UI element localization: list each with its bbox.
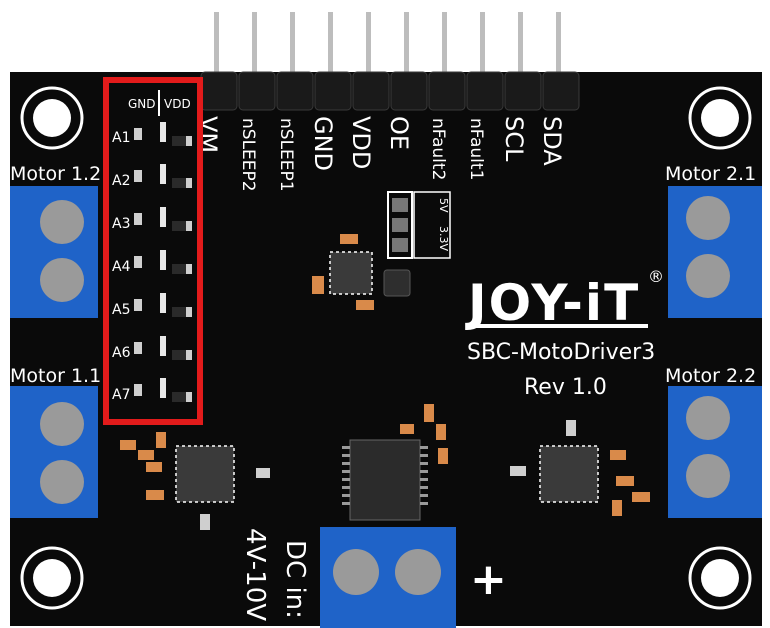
address-row-label: A4 bbox=[112, 259, 131, 275]
address-row-a1: A1 bbox=[112, 122, 192, 146]
address-row-label: A6 bbox=[112, 345, 131, 361]
header-pin-labels: VM nSLEEP2 nSLEEP1 GND VDD OE nFault2 nF… bbox=[194, 116, 566, 192]
address-block-highlight bbox=[103, 77, 203, 425]
board-revision: Rev 1.0 bbox=[524, 375, 607, 400]
pin-label-nfault1: nFault1 bbox=[466, 118, 486, 180]
address-row-a3: A3 bbox=[112, 207, 192, 232]
power-label-line2: 4V-10V bbox=[240, 528, 270, 621]
address-row-label: A3 bbox=[112, 216, 130, 232]
address-row-label: A5 bbox=[112, 302, 130, 318]
terminal-motor-1-1: Motor 1.1 bbox=[10, 365, 101, 518]
pin-label-nsleep1: nSLEEP1 bbox=[276, 118, 296, 192]
address-vdd-label: VDD bbox=[164, 97, 191, 111]
address-row-a6: A6 bbox=[112, 336, 192, 361]
address-rows: A1 A2 A3 A4 A5 bbox=[112, 122, 192, 403]
pin-label-sda: SDA bbox=[538, 116, 566, 166]
terminal-motor-2-1: Motor 2.1 bbox=[665, 163, 762, 318]
brand-logo-text: JOY-iT bbox=[465, 274, 640, 332]
mounting-hole-top-left bbox=[20, 86, 84, 150]
ic-chip-top bbox=[329, 251, 411, 297]
address-row-label: A7 bbox=[112, 387, 130, 403]
terminal-label-motor-2-1: Motor 2.1 bbox=[665, 163, 756, 185]
ic-chip-right bbox=[539, 445, 599, 503]
address-gnd-label: GND bbox=[128, 97, 156, 111]
jumper-label-3v3: 3.3V bbox=[437, 226, 450, 251]
address-row-a7: A7 bbox=[112, 378, 192, 403]
brand-logo: JOY-iT ® bbox=[465, 267, 664, 332]
smd-components bbox=[120, 234, 650, 530]
pin-label-gnd: GND bbox=[309, 116, 337, 171]
power-label-line1: DC in: bbox=[280, 540, 310, 619]
terminal-dc-in bbox=[320, 527, 456, 628]
pin-label-scl: SCL bbox=[500, 116, 528, 162]
mounting-hole-bottom-right bbox=[688, 546, 752, 610]
pin-label-oe: OE bbox=[385, 116, 413, 150]
address-row-label: A1 bbox=[112, 130, 130, 146]
board-model: SBC-MotoDriver3 bbox=[467, 340, 655, 365]
power-plus-sign: + bbox=[470, 554, 507, 605]
mounting-hole-bottom-left bbox=[20, 546, 84, 610]
address-row-a5: A5 bbox=[112, 293, 192, 318]
pin-label-vdd: VDD bbox=[347, 116, 375, 169]
address-row-a4: A4 bbox=[112, 250, 192, 275]
header-pin-legs bbox=[214, 12, 561, 78]
registered-mark: ® bbox=[648, 267, 664, 286]
address-row-a2: A2 bbox=[112, 164, 192, 189]
terminal-label-motor-1-2: Motor 1.2 bbox=[10, 163, 101, 185]
mounting-holes bbox=[20, 86, 752, 610]
terminal-motor-2-2: Motor 2.2 bbox=[665, 365, 762, 518]
header-pin-housing bbox=[200, 71, 580, 111]
jumper-label-5v: 5V bbox=[437, 198, 450, 213]
terminal-label-motor-1-1: Motor 1.1 bbox=[10, 365, 101, 387]
ic-chip-left bbox=[175, 445, 235, 503]
pin-label-nsleep2: nSLEEP2 bbox=[238, 118, 258, 192]
mounting-hole-top-right bbox=[688, 86, 752, 150]
ic-chip-center bbox=[342, 439, 428, 521]
terminal-label-motor-2-2: Motor 2.2 bbox=[665, 365, 756, 387]
voltage-jumper: 5V 3.3V bbox=[387, 191, 451, 259]
pin-label-nfault2: nFault2 bbox=[428, 118, 448, 180]
terminal-motor-1-2: Motor 1.2 bbox=[10, 163, 101, 318]
address-row-label: A2 bbox=[112, 173, 130, 189]
